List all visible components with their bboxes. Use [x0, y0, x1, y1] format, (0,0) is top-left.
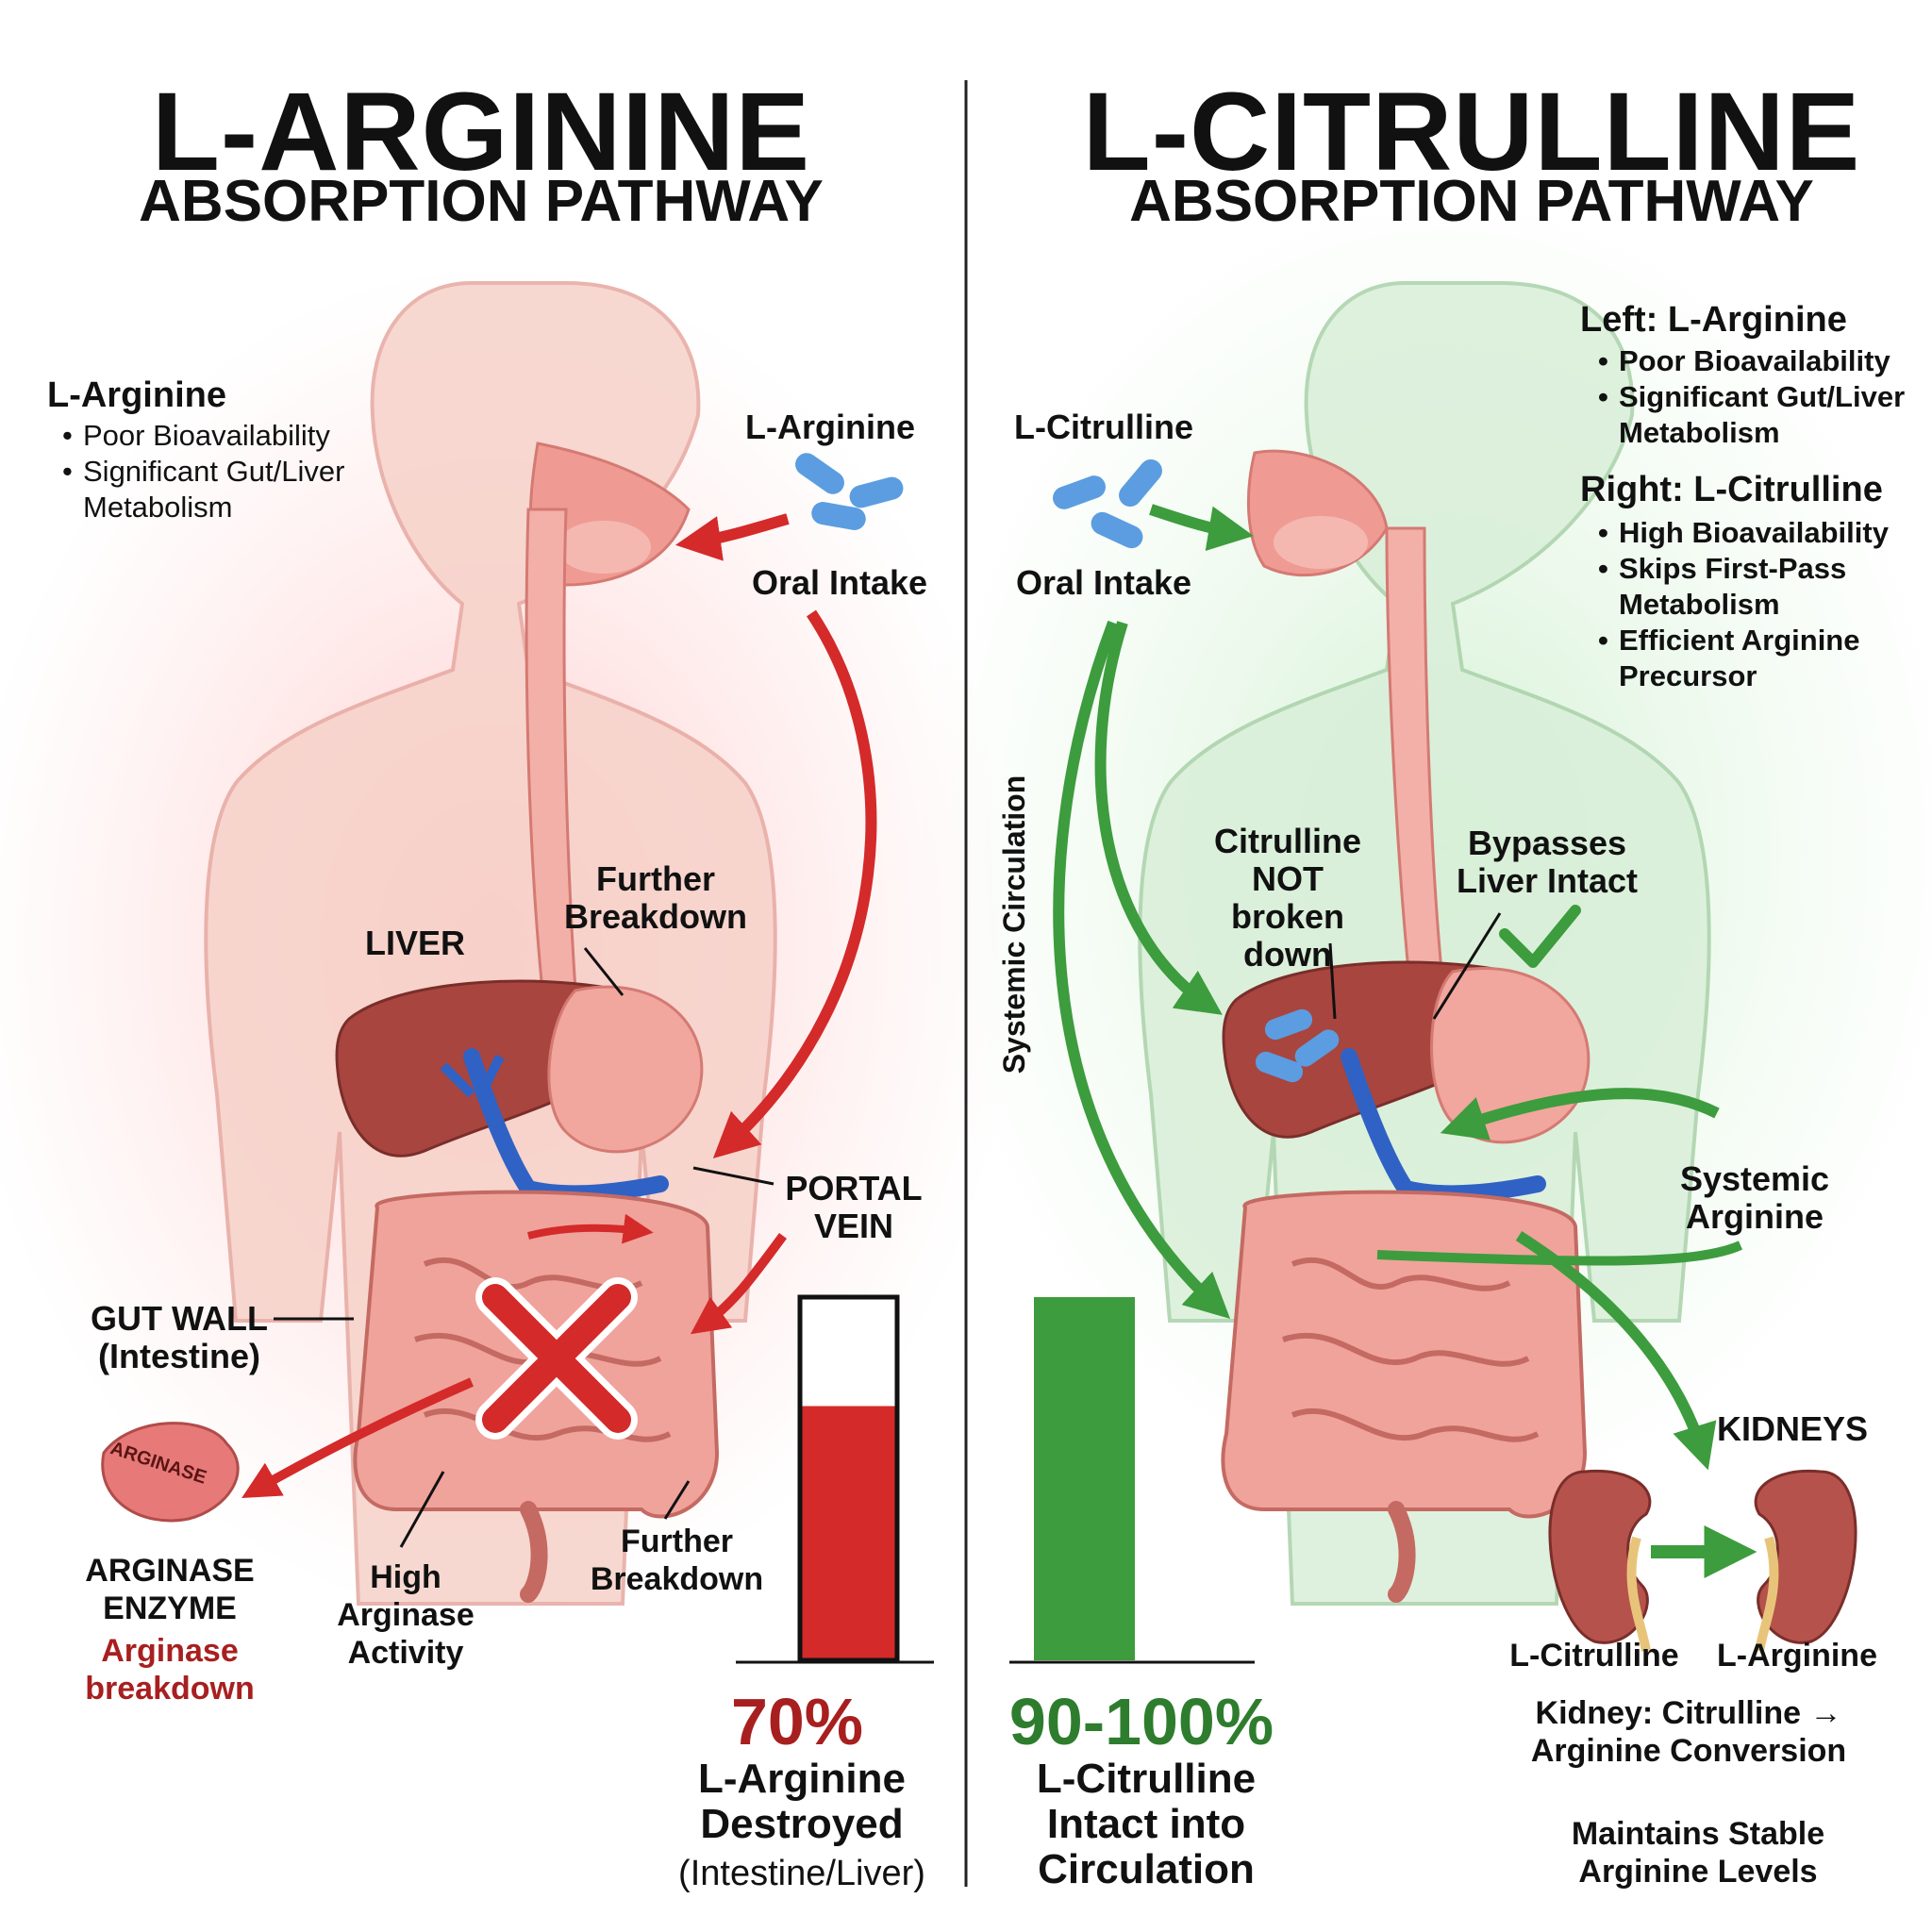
arginase-enzyme-label: ARGINASE ENZYME [85, 1553, 255, 1626]
right-circulation-arrow [1053, 620, 1231, 1320]
maintains-note: Maintains Stable Arginine Levels [1571, 1816, 1825, 1890]
summary-right-point: High Bioavailability [1594, 515, 1906, 551]
left-pill-label: L-Arginine [745, 408, 915, 446]
right-oral-arrow [1149, 504, 1254, 551]
arginase-note: Arginase breakdown [85, 1633, 255, 1707]
high-arginase-activity: High Arginase Activity [337, 1559, 475, 1671]
summary-right-point: Efficient Arginine Precursor [1594, 623, 1906, 694]
left-pills-icon [795, 453, 904, 530]
right-subtitle: ABSORPTION PATHWAY [1129, 169, 1814, 234]
left-percent: 70% [730, 1685, 864, 1758]
right-pills-icon [1053, 458, 1162, 549]
right-systemic-arrow [1440, 1088, 1720, 1141]
right-portal-vein-shape [1341, 1048, 1546, 1203]
check-icon [1499, 905, 1581, 968]
bypass-note: Bypasses Liver Intact [1456, 824, 1639, 900]
summary-right-point: Skips First-Pass Metabolism [1594, 551, 1906, 623]
right-kidney-arrow [1515, 1230, 1717, 1471]
kidney-left-icon [1548, 1469, 1652, 1652]
right-percent: 90-100% [1008, 1685, 1274, 1758]
left-intestine-arrow [527, 1213, 654, 1244]
summary-left-point: Poor Bioavailability [1594, 343, 1924, 379]
summary-left-heading: Left: L-Arginine [1580, 300, 1847, 340]
right-liver-arrow [1094, 621, 1223, 1015]
left-gut-wall: GUT WALL (Intestine) [91, 1299, 268, 1375]
left-portal-arrow [690, 1233, 788, 1335]
summary-left-point: Significant Gut/Liver Metabolism [1594, 379, 1924, 451]
summary-right-list: High Bioavailability Skips First-Pass Me… [1594, 515, 1906, 694]
left-caption-main: L-Arginine Destroyed [698, 1756, 906, 1847]
left-info-heading: L-Arginine [47, 375, 226, 415]
left-further-breakdown-bottom: Further Breakdown [590, 1524, 764, 1597]
left-title: L-ARGININE [151, 70, 811, 194]
left-stomach [547, 985, 704, 1154]
right-caption: L-Citrulline Intact into Circulation [1036, 1756, 1257, 1892]
citrulline-note: Citrulline NOT broken down [1213, 822, 1361, 974]
left-caption-sub: (Intestine/Liver) [678, 1854, 925, 1893]
kidneys-label: KIDNEYS [1716, 1409, 1869, 1448]
kidney-out-label: L-Arginine [1717, 1638, 1877, 1674]
right-bar-fill [1034, 1297, 1135, 1660]
kidney-right-icon [1754, 1469, 1857, 1652]
liver-pills-icon [1255, 1008, 1340, 1083]
left-liver-label: LIVER [364, 924, 465, 962]
arginase-enzyme-icon [101, 1422, 240, 1523]
left-subtitle: ABSORPTION PATHWAY [139, 169, 824, 234]
left-oral-intake: Oral Intake [751, 563, 928, 602]
left-portal-vein: PORTAL VEIN [785, 1169, 923, 1245]
left-enzyme-arrow [242, 1377, 475, 1498]
right-pill-label: L-Citrulline [1014, 408, 1193, 446]
left-info-point: Significant Gut/Liver Metabolism [58, 454, 398, 525]
blocked-x-icon [475, 1277, 638, 1440]
kidney-in-label: L-Citrulline [1509, 1638, 1679, 1674]
left-oral-arrow [675, 513, 790, 561]
left-info-list: Poor Bioavailability Significant Gut/Liv… [58, 418, 398, 525]
left-portal-vein-shape [463, 1048, 669, 1203]
right-bar-chart [1009, 1297, 1255, 1664]
left-further-breakdown-top: Further Breakdown [563, 859, 748, 936]
left-bar-chart [736, 1294, 934, 1664]
summary-right-heading: Right: L-Citrulline [1580, 470, 1883, 509]
left-info-point: Poor Bioavailability [58, 418, 398, 454]
right-oral-intake: Oral Intake [1015, 563, 1192, 602]
left-bar-fill [800, 1406, 897, 1660]
kidney-conversion: Kidney: Citrulline → Arginine Conversion [1530, 1695, 1847, 1769]
right-title: L-CITRULLINE [1082, 70, 1861, 194]
summary-left-list: Poor Bioavailability Significant Gut/Liv… [1594, 343, 1924, 451]
right-systemic-return [1376, 1241, 1743, 1266]
left-path-arrow [712, 609, 877, 1158]
systemic-circulation-label: Systemic Circulation [997, 774, 1031, 1074]
systemic-arginine: Systemic Arginine [1679, 1159, 1830, 1236]
